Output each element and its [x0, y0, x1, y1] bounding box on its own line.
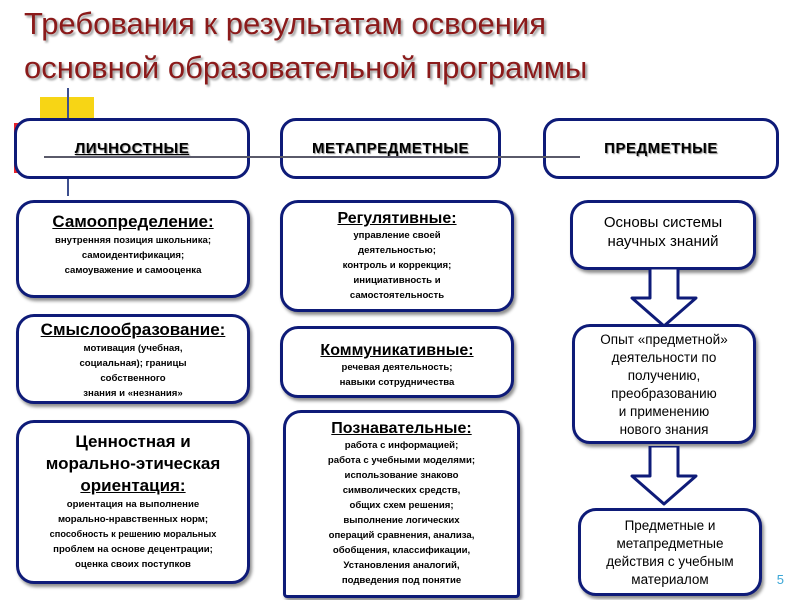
slide-title-line1: Требования к результатам освоения	[24, 6, 546, 41]
box-cognitive-line: обобщения, классификации,	[332, 545, 471, 556]
box-subject-experience-line: преобразованию	[611, 386, 717, 401]
box-communicative-line: речевая деятельность;	[341, 362, 453, 373]
box-meaning-formation-line: собственного	[100, 373, 166, 384]
slide-title-line2: основной образовательной программы	[24, 50, 588, 85]
box-subject-actions-line: Предметные и	[624, 518, 716, 533]
box-subject-actions: Предметные и метапредметные действия с у…	[578, 508, 762, 596]
box-cognitive-line: символических средств,	[342, 485, 461, 496]
box-cognitive-line: общих схем решения;	[349, 500, 454, 511]
box-self-determination-title: Самоопределение:	[52, 212, 214, 231]
box-value-orientation-line: способность к решению моральных	[49, 529, 217, 539]
box-cognitive: Познавательные: работа с информацией; ра…	[283, 410, 520, 598]
box-subject-experience: Опыт «предметной» деятельности по получе…	[572, 324, 756, 444]
box-cognitive-line: работа с учебными моделями;	[327, 455, 476, 466]
box-self-determination-line: самоуважение и самооценка	[64, 265, 202, 276]
decor-horizontal-line	[44, 156, 580, 158]
box-regulatory-line: контроль и коррекция;	[342, 260, 452, 271]
box-science-basics-line: Основы системы	[603, 214, 723, 231]
box-cognitive-title: Познавательные:	[331, 420, 472, 437]
box-subject-experience-line: получению,	[627, 368, 701, 383]
box-subject-experience-line: нового знания	[619, 422, 709, 437]
box-value-orientation-title: морально-этическая	[45, 454, 221, 473]
box-subject-actions-line: действия с учебным	[606, 554, 734, 569]
box-subject-experience-line: Опыт «предметной»	[600, 332, 728, 347]
box-self-determination: Самоопределение: внутренняя позиция школ…	[16, 200, 250, 298]
slide-title: Требования к результатам освоения основн…	[24, 2, 764, 90]
box-self-determination-line: внутренняя позиция школьника;	[54, 235, 212, 246]
box-communicative: Коммуникативные: речевая деятельность; н…	[280, 326, 514, 398]
box-regulatory-title: Регулятивные:	[337, 210, 457, 227]
box-cognitive-line: Установления аналогий,	[343, 560, 460, 571]
box-cognitive-line: выполнение логических	[343, 515, 460, 526]
box-science-basics: Основы системы научных знаний	[570, 200, 756, 270]
box-meaning-formation-line: социальная); границы	[79, 358, 187, 369]
box-value-orientation: Ценностная и морально-этическая ориентац…	[16, 420, 250, 584]
box-meaning-formation-line: знания и «незнания»	[83, 388, 183, 399]
box-self-determination-line: самоидентификация;	[81, 250, 185, 261]
header-subject: ПРЕДМЕТНЫЕ	[543, 118, 779, 179]
box-subject-experience-line: деятельности по	[611, 350, 717, 365]
box-subject-actions-line: метапредметные	[616, 536, 724, 551]
box-communicative-line: навыки сотрудничества	[339, 377, 455, 388]
box-cognitive-line: операций сравнения, анализа,	[328, 530, 475, 541]
box-cognitive-line: использование знаково	[344, 470, 459, 481]
box-meaning-formation-title: Смыслообразование:	[40, 320, 226, 339]
box-meaning-formation-line: мотивация (учебная,	[83, 343, 183, 354]
box-cognitive-line: работа с информацией;	[344, 440, 459, 451]
box-regulatory-line: деятельностью;	[358, 245, 436, 256]
box-meaning-formation: Смыслообразование: мотивация (учебная, с…	[16, 314, 250, 404]
header-personal-label: ЛИЧНОСТНЫЕ	[74, 140, 190, 157]
box-value-orientation-line: оценка своих поступков	[75, 559, 191, 570]
header-personal: ЛИЧНОСТНЫЕ	[14, 118, 250, 179]
header-subject-label: ПРЕДМЕТНЫЕ	[604, 140, 718, 157]
arrow-down-icon	[630, 446, 698, 506]
header-meta: МЕТАПРЕДМЕТНЫЕ	[280, 118, 501, 179]
box-value-orientation-line: ориентация на выполнение	[66, 499, 200, 510]
box-value-orientation-title: ориентация:	[80, 476, 186, 495]
page-number: 5	[776, 572, 784, 587]
box-value-orientation-title: Ценностная и	[75, 432, 191, 451]
box-subject-actions-line: материалом	[631, 572, 709, 587]
header-meta-label: МЕТАПРЕДМЕТНЫЕ	[311, 140, 469, 157]
box-science-basics-line: научных знаний	[607, 233, 719, 250]
box-communicative-title: Коммуникативные:	[320, 342, 474, 359]
box-subject-experience-line: и применению	[618, 404, 710, 419]
box-value-orientation-line: морально-нравственных норм;	[57, 514, 209, 525]
box-regulatory-line: управление своей	[353, 230, 441, 241]
box-regulatory-line: самостоятельность	[349, 290, 445, 301]
box-value-orientation-line: проблем на основе децентрации;	[53, 544, 213, 555]
arrow-down-icon	[630, 268, 698, 328]
box-regulatory: Регулятивные: управление своей деятельно…	[280, 200, 514, 312]
box-cognitive-line: подведения под понятие	[341, 575, 462, 586]
box-regulatory-line: инициативность и	[353, 275, 441, 286]
